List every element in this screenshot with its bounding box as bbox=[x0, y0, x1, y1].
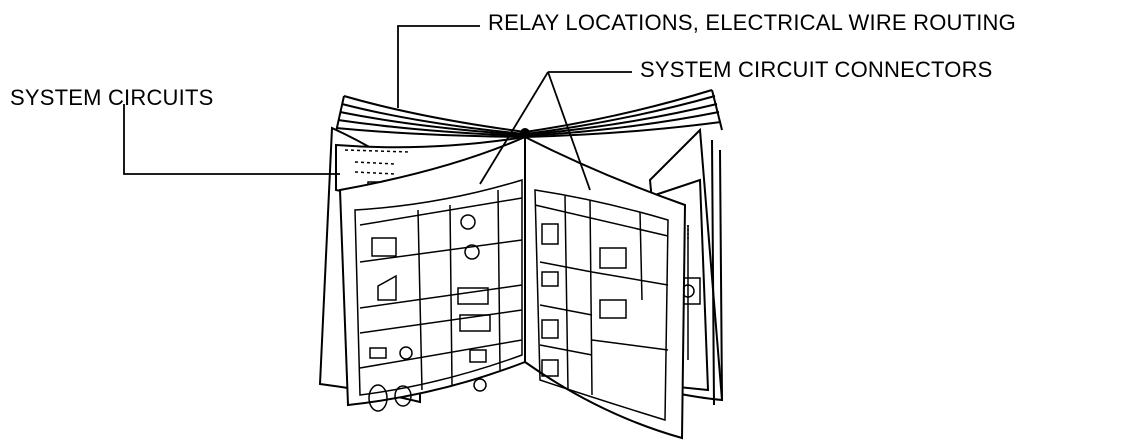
leader-lines bbox=[123, 25, 632, 191]
relay-locations-label: RELAY LOCATIONS, ELECTRICAL WIRE ROUTING bbox=[488, 10, 1016, 35]
system-circuits-label: SYSTEM CIRCUITS bbox=[10, 85, 214, 110]
left-front-page bbox=[338, 135, 526, 412]
binding-spine bbox=[520, 128, 530, 362]
right-front-page bbox=[524, 135, 687, 440]
system-circuit-connectors-label: SYSTEM CIRCUIT CONNECTORS bbox=[640, 57, 993, 82]
